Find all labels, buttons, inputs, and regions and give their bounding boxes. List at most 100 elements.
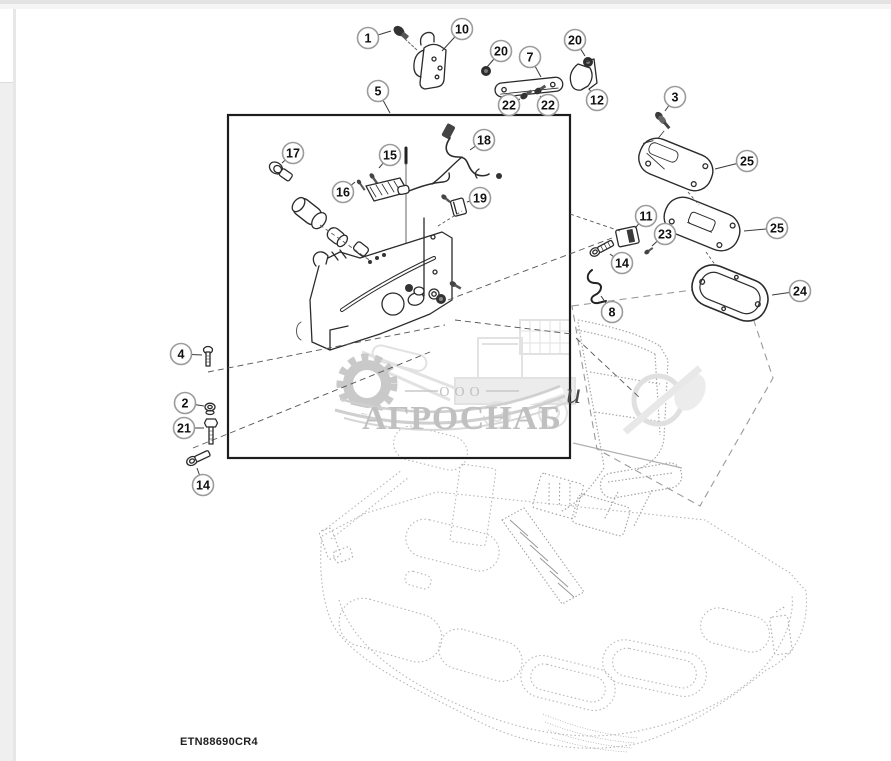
cover-plate-25b-part (663, 196, 741, 252)
callout-25: 25 (714, 149, 759, 173)
callout-number: 25 (770, 222, 784, 236)
tractor-grain-box (519, 319, 571, 355)
callout-number: 20 (494, 45, 508, 59)
callout-22: 22 (497, 93, 521, 117)
bushing-part (326, 227, 349, 248)
callout-number: 16 (336, 186, 350, 200)
callout-number: 24 (793, 285, 807, 299)
watermark-domain-fragment: u (566, 377, 581, 410)
callout-15: 15 (378, 143, 402, 169)
callout-number: 2 (182, 397, 189, 411)
left-thumbnail-box (0, 9, 13, 83)
callout-5: 5 (366, 79, 391, 114)
callout-number: 19 (473, 192, 487, 206)
small-bushing-part (352, 241, 370, 257)
callout-number: 11 (639, 210, 652, 224)
bracket-7-part (494, 76, 564, 98)
callout-number: 23 (658, 228, 672, 242)
cable-lever-part (365, 172, 451, 202)
screw-16-part (356, 179, 366, 191)
callout-12: 12 (585, 88, 609, 112)
callout-23: 23 (651, 222, 677, 247)
callout-number: 25 (740, 155, 754, 169)
watermark-org-name: АГРОСНАБ (362, 400, 562, 437)
left-rail-divider (13, 9, 16, 761)
callout-3: 3 (663, 85, 687, 112)
swoosh-decoration (334, 384, 569, 431)
callout-number: 3 (672, 91, 679, 105)
bolt-4-part (202, 345, 214, 367)
bolt-14-right-part (589, 239, 615, 257)
callout-4: 4 (169, 342, 203, 366)
bolt-17-part (268, 161, 293, 182)
cover-plate-25a-part (638, 137, 714, 192)
latch-plate-part (296, 217, 462, 351)
assembly-dashed-lines (192, 191, 717, 449)
clip-19-part (441, 194, 468, 217)
callout-11: 11 (634, 204, 658, 229)
callout-number: 22 (541, 99, 555, 113)
parts-group-box (226, 113, 572, 460)
callout-number: 7 (527, 51, 534, 65)
watermark: ООО АГРОСНАБ (334, 319, 706, 437)
callout-2: 2 (173, 391, 205, 415)
screw-23-part (644, 247, 654, 255)
seat-back-dashed-outline (571, 288, 774, 507)
callout-18: 18 (469, 128, 496, 152)
top-edge-highlight (0, 4, 891, 9)
callout-number: 14 (615, 257, 629, 271)
callout-24: 24 (771, 279, 812, 303)
knob-part (291, 196, 327, 230)
callout-14: 14 (191, 467, 215, 497)
callout-number: 12 (590, 94, 604, 108)
screw-3-part (655, 111, 671, 130)
callout-number: 20 (568, 34, 582, 48)
callout-20: 20 (486, 39, 513, 68)
left-rail (0, 9, 16, 761)
screw-1-part (393, 25, 410, 40)
callout-number: 10 (455, 23, 469, 37)
callout-20: 20 (563, 28, 587, 57)
callout-number: 14 (196, 479, 210, 493)
callout-25: 25 (743, 216, 789, 240)
clamp-12-part (569, 58, 598, 91)
callout-8: 8 (600, 295, 624, 324)
callout-17: 17 (281, 141, 305, 165)
top-edge-bar (0, 0, 891, 4)
callout-21: 21 (172, 416, 204, 440)
clip-11-part (615, 225, 640, 248)
callout-number: 8 (609, 306, 616, 320)
callout-10: 10 (441, 17, 474, 52)
watermark-org-prefix: ООО (439, 385, 484, 400)
drawing-code: ETN88690CR4 (180, 736, 258, 748)
cable-18-part (431, 123, 502, 185)
platform-drawing (318, 425, 808, 753)
callout-number: 15 (383, 149, 397, 163)
bolt-14-left-part (186, 450, 211, 467)
callout-14: 14 (609, 251, 634, 275)
callout-7: 7 (518, 45, 542, 78)
callout-number: 21 (177, 422, 191, 436)
spring-8-part (586, 269, 607, 305)
callout-number: 5 (375, 85, 382, 99)
gasket-24-part (691, 264, 769, 322)
nut-20-part-a (481, 66, 491, 76)
screw-22-part-a (520, 89, 533, 100)
callout-19: 19 (466, 186, 492, 210)
callout-1: 1 (356, 26, 392, 50)
callout-22: 22 (536, 93, 560, 117)
screw-22-part-b (534, 84, 547, 95)
callout-number: 1 (365, 32, 372, 46)
callout-layer: 1 10 20 7 20 12 22 22 5 3 25 25 24 11 23 14 8 17 15 16 18 19 4… (169, 17, 812, 497)
parts-drawings (186, 25, 769, 467)
nut-2-part (204, 402, 216, 416)
callout-number: 17 (286, 147, 300, 161)
bracket-10-part (413, 31, 447, 90)
callout-number: 22 (502, 99, 516, 113)
callout-number: 18 (477, 134, 491, 148)
callout-number: 4 (178, 348, 185, 362)
callout-16: 16 (331, 180, 356, 204)
bolt-21-part (203, 418, 219, 445)
